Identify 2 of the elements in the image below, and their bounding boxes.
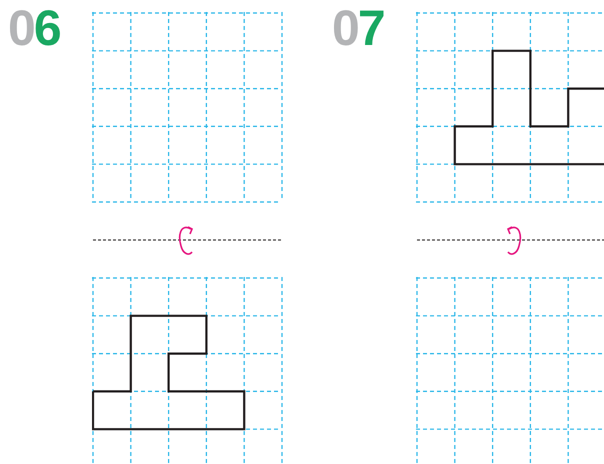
exercise-number: 06 (8, 3, 60, 53)
exercise-number: 07 (332, 3, 384, 53)
